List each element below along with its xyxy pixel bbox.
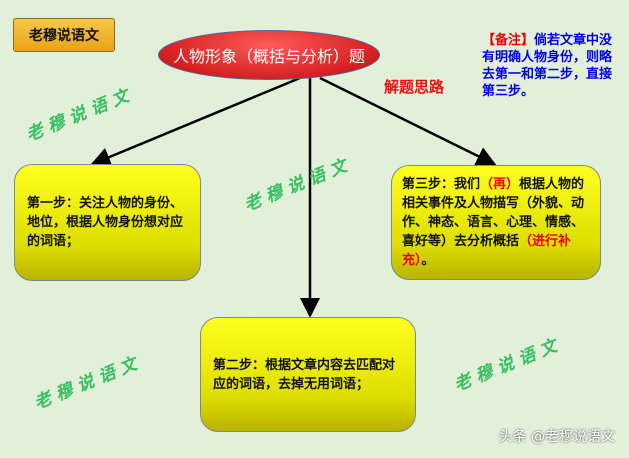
- s3c: 根据人物的相关事件及人物描写（外貌、动作、神态、语言、心理、情感、喜好等）去分析…: [402, 177, 585, 249]
- s3a: 第三步：我们: [402, 177, 481, 192]
- step1-box: 第一步：关注人物的身份、地位，根据人物身份想对应的词语；: [14, 164, 201, 281]
- step2-box: 第二步：根据文章内容去匹配对应的词语，去掉无用词语；: [200, 317, 416, 432]
- step3-text: 第三步：我们（再）根据人物的相关事件及人物描写（外貌、动作、神态、语言、心理、情…: [402, 175, 590, 270]
- note-tag: 【备注】: [482, 33, 535, 48]
- note: 【备注】倘若文章中没有明确人物身份，则略去第一和第二步，直接第三步。: [482, 32, 622, 100]
- s3b: （再）: [480, 177, 520, 192]
- s3d: （进行补充）: [402, 234, 572, 268]
- step1-text: 第一步：关注人物的身份、地位，根据人物身份想对应的词语；: [27, 196, 184, 249]
- footer-credit: 头条 @老穆说语文: [498, 429, 615, 445]
- arrow-step3: [319, 76, 497, 166]
- s3e: 。: [421, 253, 435, 268]
- note-text: 倘若文章中没有明确人物身份，则略去第一和第二步，直接第三步。: [482, 33, 613, 99]
- arrow-step1: [90, 76, 301, 167]
- hint-label: 解题思路: [384, 78, 445, 96]
- step3-box: 第三步：我们（再）根据人物的相关事件及人物描写（外貌、动作、神态、语言、心理、情…: [391, 165, 601, 280]
- title-ellipse: 人物形象（概括与分析）题: [158, 30, 380, 80]
- step2-text: 第二步：根据文章内容去匹配对应的词语，去掉无用词语；: [213, 357, 396, 392]
- logo-badge: 老穆说语文: [13, 18, 115, 52]
